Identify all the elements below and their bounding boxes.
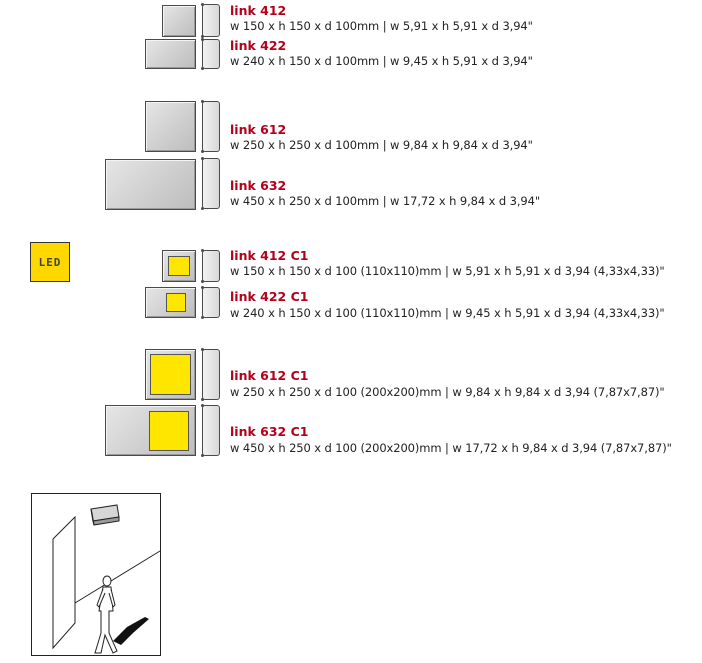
- product-412c1-dimensions: w 150 x h 150 x d 100 (110x110)mm | w 5,…: [230, 264, 665, 278]
- product-412-title: link 412: [230, 3, 287, 18]
- product-612c1-dimensions: w 250 x h 250 x d 100 (200x200)mm | w 9,…: [230, 385, 665, 399]
- product-422-side-view: [201, 38, 220, 70]
- product-612c1-side-view: [201, 348, 220, 401]
- led-panel: [166, 293, 186, 312]
- product-612-side-view: [201, 100, 220, 153]
- product-632c1-side-view: [201, 404, 220, 457]
- product-632-front-view: [105, 159, 196, 210]
- sign-box-icon: [90, 504, 120, 526]
- product-612c1-front-view: [145, 349, 196, 400]
- product-422c1-side-view: [201, 286, 220, 319]
- product-412c1-side-view: [201, 249, 220, 283]
- product-422c1-front-view: [145, 287, 196, 318]
- product-612c1-title: link 612 C1: [230, 368, 309, 383]
- led-badge-icon: LED: [30, 242, 70, 282]
- product-612-dimensions: w 250 x h 250 x d 100mm | w 9,84 x h 9,8…: [230, 138, 533, 152]
- product-422c1-title: link 422 C1: [230, 289, 309, 304]
- product-632c1-front-view: [105, 405, 196, 456]
- product-412-dimensions: w 150 x h 150 x d 100mm | w 5,91 x h 5,9…: [230, 19, 533, 33]
- product-632-title: link 632: [230, 178, 287, 193]
- product-412c1-title: link 412 C1: [230, 248, 309, 263]
- person-figure: [94, 575, 118, 654]
- product-612-front-view: [145, 101, 196, 152]
- product-422-front-view: [145, 39, 196, 69]
- product-412-front-view: [162, 5, 196, 37]
- product-422c1-dimensions: w 240 x h 150 x d 100 (110x110)mm | w 9,…: [230, 306, 665, 320]
- led-panel: [150, 354, 191, 395]
- product-632c1-dimensions: w 450 x h 250 x d 100 (200x200)mm | w 17…: [230, 441, 672, 455]
- product-632-side-view: [201, 157, 220, 210]
- led-panel: [168, 256, 190, 276]
- product-612-title: link 612: [230, 122, 287, 137]
- led-panel: [149, 411, 189, 451]
- product-412c1-front-view: [162, 250, 196, 282]
- installation-scene-illustration: [31, 493, 161, 656]
- product-422-dimensions: w 240 x h 150 x d 100mm | w 9,45 x h 5,9…: [230, 54, 533, 68]
- product-632-dimensions: w 450 x h 250 x d 100mm | w 17,72 x h 9,…: [230, 194, 541, 208]
- product-632c1-title: link 632 C1: [230, 424, 309, 439]
- product-412-side-view: [201, 3, 220, 38]
- product-422-title: link 422: [230, 38, 287, 53]
